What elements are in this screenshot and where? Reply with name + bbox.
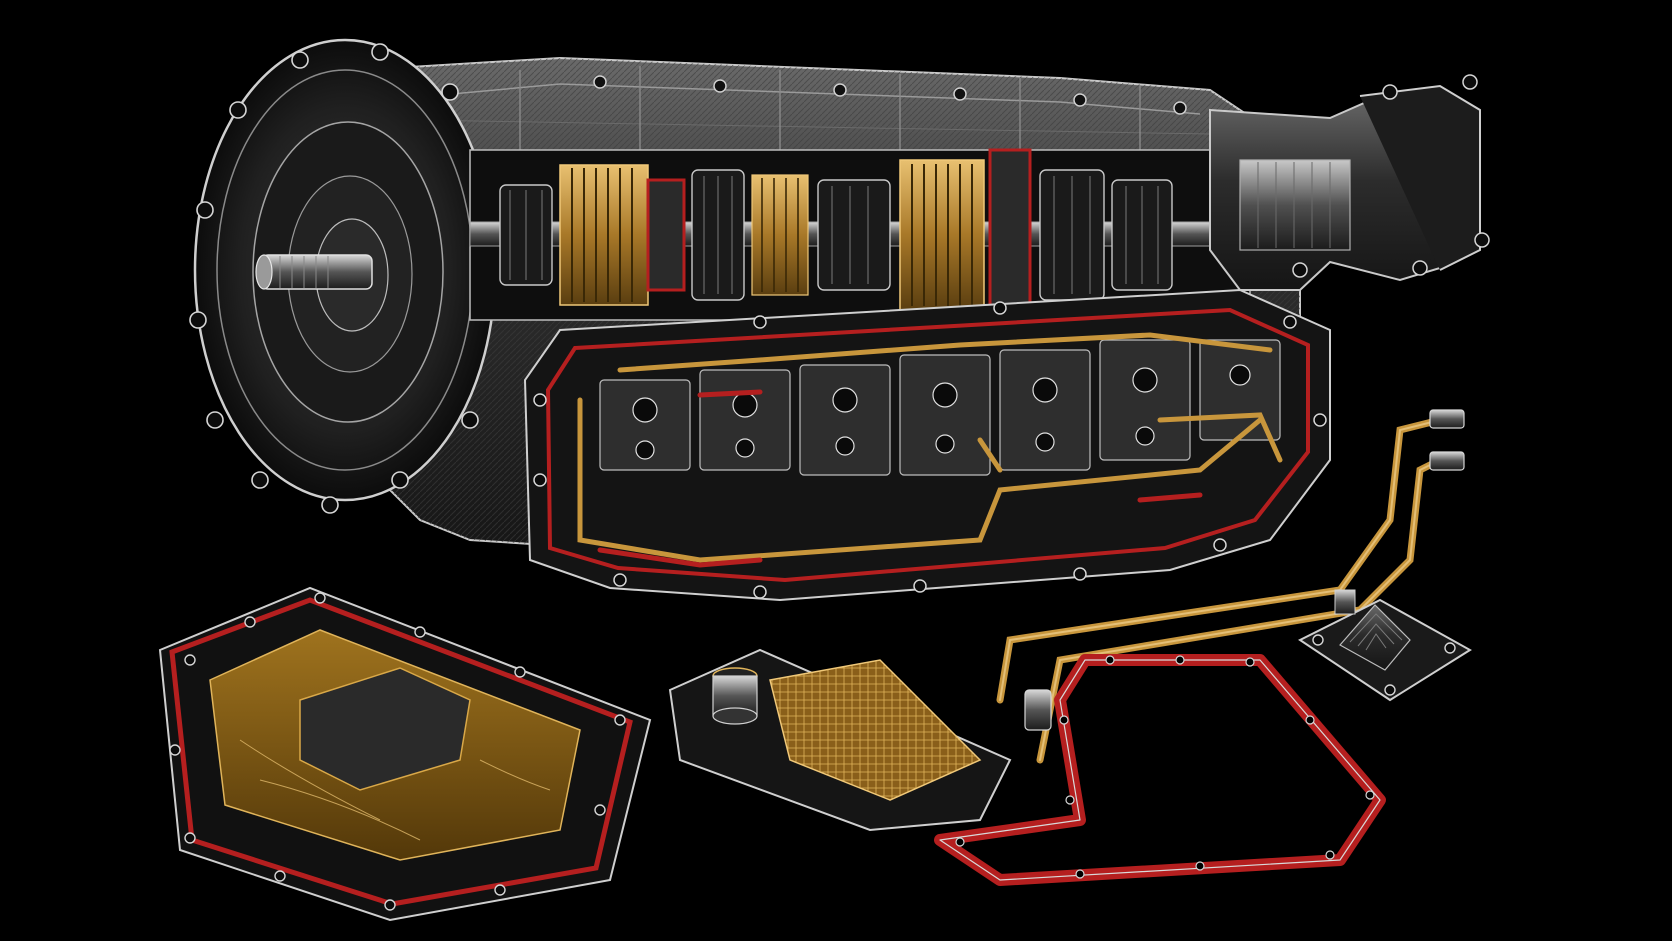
clutch-pack <box>559 164 649 306</box>
transmission-filter <box>668 648 1012 832</box>
mount-bracket <box>1298 589 1472 702</box>
input-shaft <box>255 254 373 290</box>
clutch-pack <box>751 174 809 296</box>
clutch-pack <box>899 159 985 311</box>
oil-pan <box>158 586 652 922</box>
tail-housing <box>1209 74 1490 291</box>
valve-body <box>523 288 1331 602</box>
pan-gasket <box>934 654 1386 886</box>
cooler-lines <box>996 409 1465 764</box>
